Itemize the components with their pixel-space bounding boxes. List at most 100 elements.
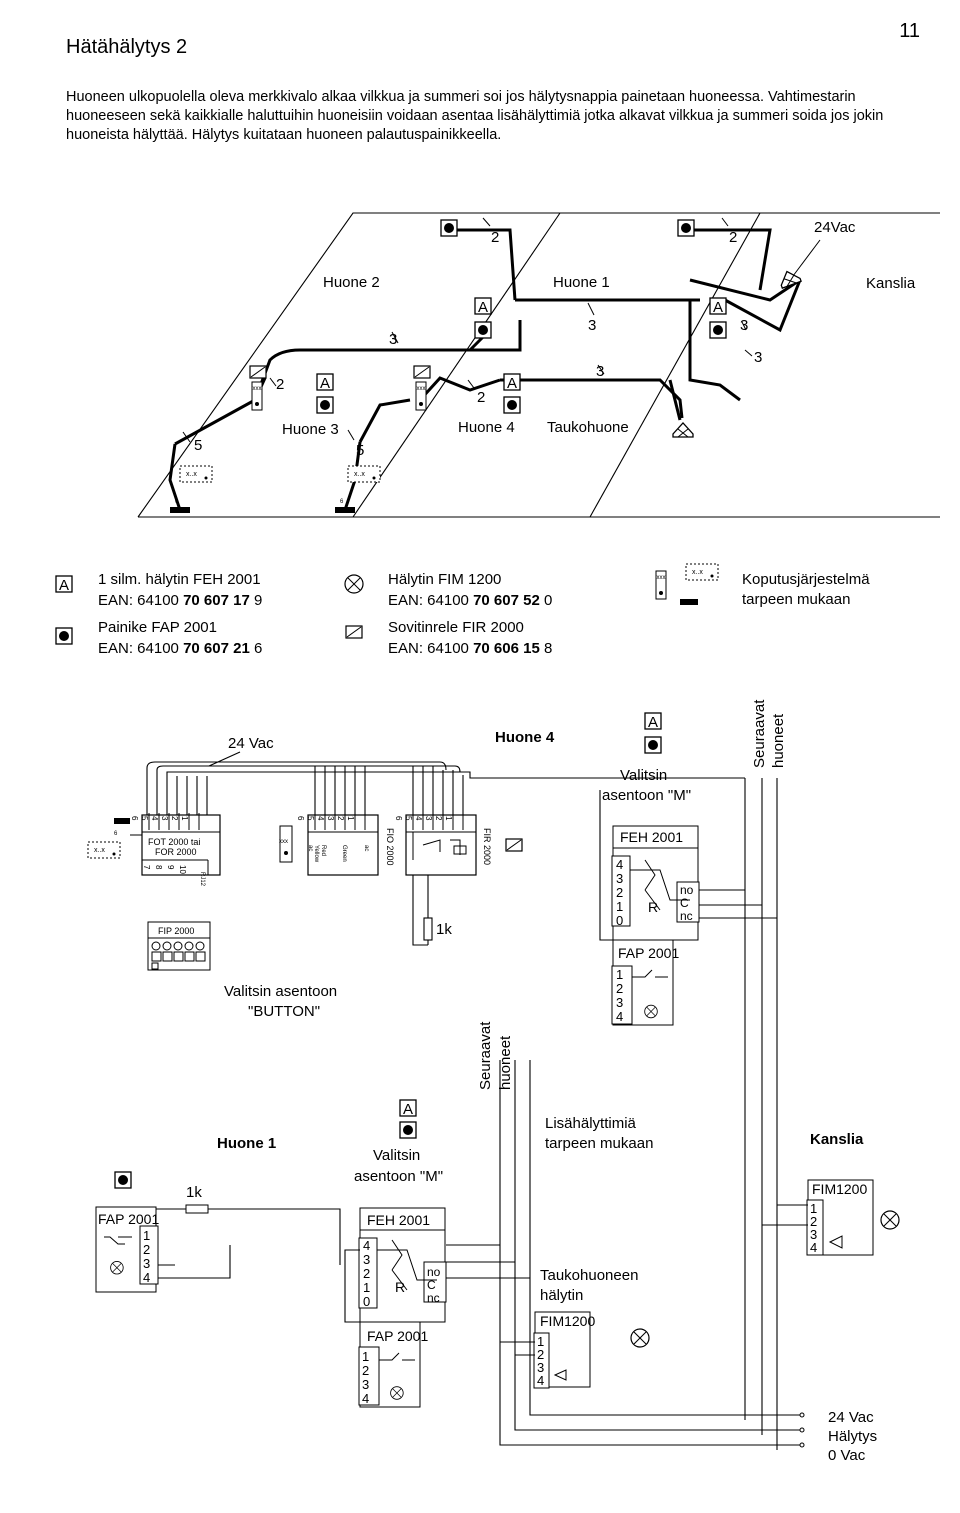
fip-terminal [195, 951, 206, 962]
terminal-label: 2 [616, 981, 623, 996]
fim-label: FIM1200 [540, 1313, 595, 1329]
terminal-label: 1 [616, 967, 623, 982]
terminal-label: 1 [143, 1228, 150, 1243]
fip-terminal [184, 951, 195, 962]
wire-count: 5 [356, 442, 364, 459]
feh-label: FEH 2001 [367, 1212, 430, 1228]
fim-label: FIM1200 [812, 1181, 867, 1197]
terminal-label: no [427, 1265, 441, 1279]
fip-led [184, 941, 194, 951]
bus-24vac: 24 Vac [828, 1409, 874, 1426]
terminal-label: 2 [363, 1266, 370, 1281]
wire-count: 3 [740, 317, 748, 334]
relay-r-label: R [395, 1279, 405, 1295]
pin-number: 6 [296, 816, 305, 821]
floor-plan: Huone 2 Huone 1 Kanslia Huone 3 Huone 4 … [137, 212, 940, 518]
selector-m-line2: asentoon "M" [602, 787, 691, 804]
terminal-label: 1 [362, 1349, 369, 1364]
page-title: Hätähälytys 2 [66, 36, 188, 58]
terminal-label: C [680, 896, 689, 910]
wire-count: 3 [596, 363, 604, 380]
fap-label: FAP 2001 [367, 1328, 428, 1344]
pin-number: 2 [170, 816, 179, 821]
terminal-label: 4 [537, 1373, 544, 1388]
extra-alarms-line1: Lisähälyttimiä [545, 1115, 637, 1132]
pin-number: 3 [424, 816, 433, 821]
wire-count: 3 [754, 349, 762, 366]
pin-number: 2 [336, 816, 345, 821]
terminal-label: 4 [143, 1270, 150, 1285]
legend-fim-ean: EAN: 64100 70 607 52 0 [388, 592, 552, 609]
terminal-label: 0 [616, 913, 623, 928]
terminal-label: 2 [810, 1214, 817, 1229]
terminal-label: nc [427, 1291, 440, 1305]
pin-number: 2 [434, 816, 443, 821]
terminal-label: 1 [810, 1201, 817, 1216]
pin-number: 1 [346, 816, 355, 821]
pin-number: 1 [180, 816, 189, 821]
bus-halytys: Hälytys [828, 1428, 877, 1445]
pin-number: 4 [316, 816, 325, 821]
legend-fim-name: Hälytin FIM 1200 [388, 571, 501, 588]
terminal-label: 3 [363, 1252, 370, 1267]
terminal-label: 3 [810, 1227, 817, 1242]
fir-label: FIR 2000 [482, 828, 492, 865]
svg-text:xxx: xxx [279, 839, 288, 845]
pin-number: 4 [150, 816, 159, 821]
fip-led [173, 941, 183, 951]
selector-m-line1: Valitsin [373, 1147, 420, 1164]
supply-label: 24Vac [814, 219, 856, 236]
terminal-label: 2 [143, 1242, 150, 1257]
pin-number: 4 [414, 816, 423, 821]
pin-number: 8 [154, 865, 163, 870]
room-label-huone3: Huone 3 [282, 421, 339, 438]
intro-paragraph: Huoneen ulkopuolella oleva merkkivalo al… [66, 89, 884, 143]
pin-number: 7 [142, 865, 151, 870]
selector-button-line1: Valitsin asentoon [224, 983, 337, 1000]
terminal-label: no [680, 883, 694, 897]
bus-0vac: 0 Vac [828, 1447, 866, 1464]
legend-fir-ean: EAN: 64100 70 606 15 8 [388, 640, 552, 657]
terminal-label: 4 [616, 857, 623, 872]
wire-count: 3 [588, 317, 596, 334]
break-room-line1: Taukohuoneen [540, 1267, 638, 1284]
fio-wire-ac: ac [363, 845, 369, 851]
terminal-label: 4 [362, 1391, 369, 1406]
selector-m-line1: Valitsin [620, 767, 667, 784]
room-label-kanslia: Kanslia [866, 275, 916, 292]
terminal-label: 3 [616, 871, 623, 886]
legend-fir-name: Sovitinrele FIR 2000 [388, 619, 524, 636]
fip-terminal [173, 951, 184, 962]
fap-label: FAP 2001 [98, 1211, 159, 1227]
wire-count: 2 [729, 229, 737, 246]
pin-number: 10 [178, 865, 187, 874]
terminal-label: 2 [537, 1347, 544, 1362]
legend-fap-ean: EAN: 64100 70 607 21 6 [98, 640, 262, 657]
next-rooms-line1: Seuraavat [477, 1021, 494, 1090]
pin-number: 5 [404, 816, 413, 821]
terminal-label: 2 [362, 1363, 369, 1378]
terminal-label: nc [680, 909, 693, 923]
next-rooms-line2: huoneet [497, 1035, 514, 1090]
fio-label: FIO 2000 [385, 828, 395, 866]
fip-led [195, 941, 205, 951]
wire-count: 2 [491, 229, 499, 246]
pin-number: 6 [130, 816, 139, 821]
legend-fap-name: Painike FAP 2001 [98, 619, 217, 636]
terminal-label: 4 [363, 1238, 370, 1253]
fip-terminal [151, 951, 162, 962]
fio-wire-red: Red [320, 845, 326, 856]
selector-m-line2: asentoon "M" [354, 1168, 443, 1185]
terminal-label: 4 [616, 1009, 623, 1024]
resistor-label: 1k [436, 921, 452, 938]
pin-number: 5 [140, 816, 149, 821]
pin-number: 5 [306, 816, 315, 821]
terminal-label: 1 [616, 899, 623, 914]
kanslia-heading: Kanslia [810, 1131, 864, 1148]
terminal-label: 3 [362, 1377, 369, 1392]
